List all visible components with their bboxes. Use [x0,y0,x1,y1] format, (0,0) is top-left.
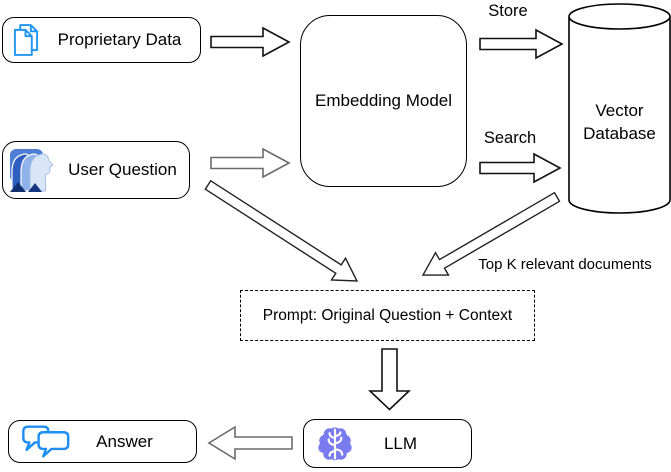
users-icon [8,146,56,194]
documents-icon [13,23,39,57]
prompt-label: Prompt: Original Question + Context [262,306,513,324]
proprietary-data-node: Proprietary Data [2,17,201,63]
embedding-model-node: Embedding Model [300,15,467,187]
vector-database-cylinder [568,3,671,214]
arrow-proprietary-to-embedding [210,26,291,58]
store-label: Store [488,2,528,20]
llm-label: LLM [383,433,418,453]
chat-bubbles-icon [21,423,71,460]
embedding-model-label: Embedding Model [314,91,453,110]
answer-node: Answer [8,420,197,463]
arrow-vectordb-to-prompt [421,191,561,276]
brain-icon [315,426,355,462]
search-label: Search [483,129,537,147]
answer-label: Answer [96,431,153,451]
prompt-node: Prompt: Original Question + Context [240,290,535,341]
vector-database-label-line1: Vector [595,101,644,120]
proprietary-data-label: Proprietary Data [57,30,182,49]
top-k-label: Top K relevant documents [478,256,652,273]
llm-node: LLM [303,419,472,468]
vector-database-label: Vector Database [569,100,670,146]
arrow-search [479,152,562,184]
user-question-label: User Question [68,160,177,179]
arrow-store [479,28,564,60]
vector-database-label-line2: Database [583,123,656,143]
arrow-userquestion-to-embedding [210,147,291,179]
arrow-prompt-to-llm [367,348,412,411]
user-question-node: User Question [2,141,190,199]
arrow-llm-to-answer [207,425,293,461]
arrow-userquestion-to-prompt [204,179,359,282]
